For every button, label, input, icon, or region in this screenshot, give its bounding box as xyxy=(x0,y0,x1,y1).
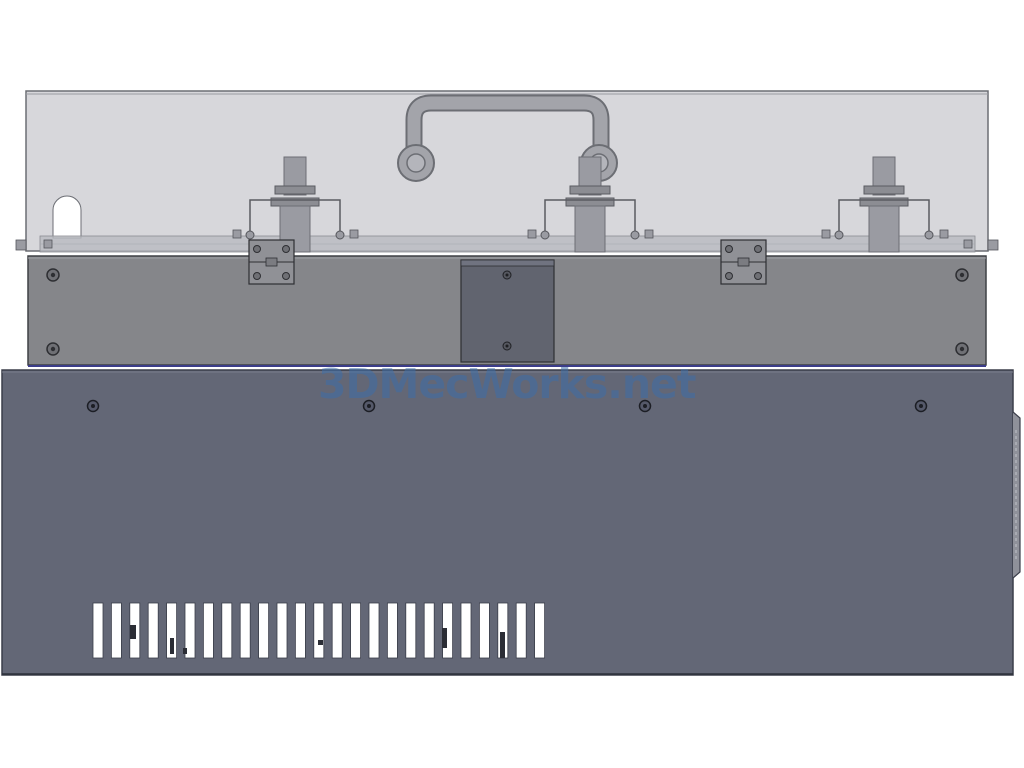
internal-part xyxy=(170,638,174,654)
vent-slot xyxy=(258,602,270,659)
side-handle-icon xyxy=(1012,411,1021,579)
cover-arch-cutout xyxy=(52,195,82,239)
internal-part xyxy=(500,632,505,658)
internal-part xyxy=(130,625,136,639)
cover-glass xyxy=(25,90,989,252)
hinge-icon xyxy=(248,239,295,285)
vent-slot xyxy=(368,602,380,659)
vent-slot xyxy=(423,602,435,659)
vent-slot xyxy=(460,602,472,659)
vent-slot xyxy=(276,602,288,659)
cover-knob-right xyxy=(987,239,999,251)
vent-slot xyxy=(405,602,417,659)
vent-slots xyxy=(92,602,545,659)
screw-icon xyxy=(955,268,969,282)
screw-icon xyxy=(86,399,100,413)
vent-slot xyxy=(166,602,178,659)
vent-slot xyxy=(147,602,159,659)
rail-studs xyxy=(43,229,973,249)
vent-slot xyxy=(331,602,343,659)
transparent-cover xyxy=(15,90,999,253)
vent-slot xyxy=(313,602,325,659)
vent-slot xyxy=(478,602,490,659)
vent-slot xyxy=(202,602,214,659)
internal-part xyxy=(318,640,323,645)
vent-slot xyxy=(386,602,398,659)
cover-knob-left xyxy=(15,239,27,251)
vent-slot xyxy=(294,602,306,659)
vent-slot xyxy=(221,602,233,659)
screw-icon xyxy=(955,342,969,356)
screw-icon xyxy=(362,399,376,413)
vent-slot xyxy=(111,602,122,659)
internal-part xyxy=(183,648,187,654)
latch-plate-icon xyxy=(460,259,555,363)
screw-icon xyxy=(46,342,60,356)
vent-slot xyxy=(92,602,104,659)
vent-slot xyxy=(534,602,545,659)
vent-slot xyxy=(184,602,196,659)
terminal-post-icon xyxy=(834,156,934,253)
vent-slot xyxy=(350,602,362,659)
carry-handle-icon xyxy=(397,94,618,182)
hinge-icon xyxy=(720,239,767,285)
screw-icon xyxy=(914,399,928,413)
vent-slot xyxy=(515,602,527,659)
screw-icon xyxy=(46,268,60,282)
internal-part xyxy=(442,628,447,648)
vent-slot xyxy=(239,602,251,659)
screw-icon xyxy=(638,399,652,413)
terminal-post-icon xyxy=(540,156,640,253)
